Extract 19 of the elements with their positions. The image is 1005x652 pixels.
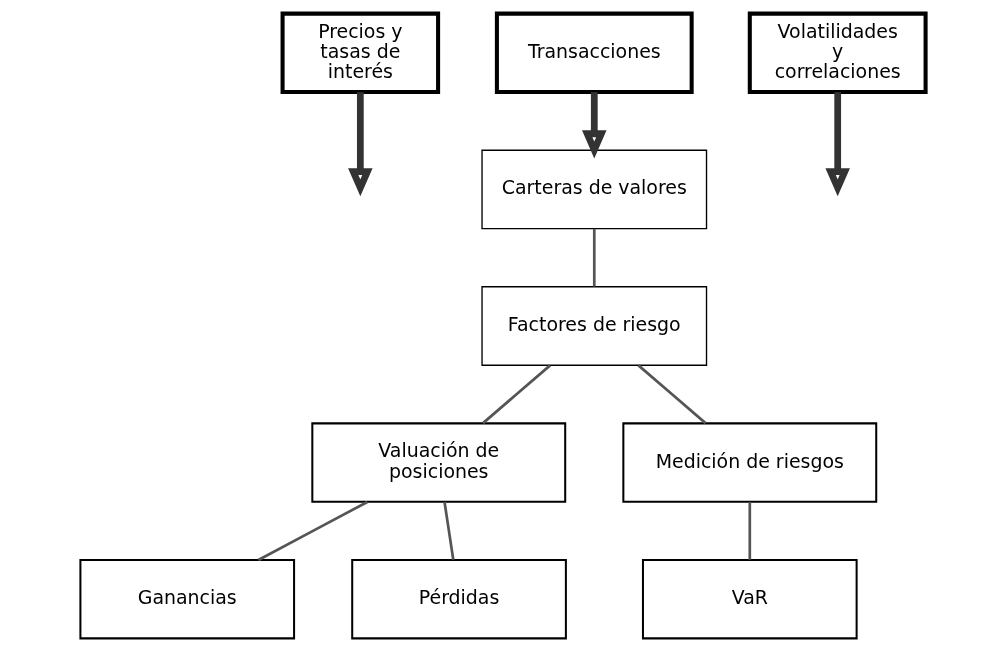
connector: [481, 364, 551, 425]
node-box: VaR: [641, 558, 858, 640]
connector: [747, 501, 751, 560]
connector: [592, 228, 596, 287]
node-box: Carteras de valores: [480, 149, 707, 230]
node-box: Ganancias: [78, 558, 295, 640]
arrow: [347, 92, 373, 197]
arrow: [581, 92, 607, 159]
connector: [442, 501, 455, 560]
node-box: Precios y tasas de interés: [280, 11, 440, 95]
connector: [637, 364, 706, 425]
node-box: Volatilidades y correlaciones: [747, 11, 928, 95]
node-box: Valuación de posiciones: [310, 422, 566, 503]
arrow: [824, 92, 850, 197]
node-box: Medición de riesgos: [621, 422, 877, 503]
node-box: Pérdidas: [350, 558, 567, 640]
node-box: Transacciones: [494, 11, 694, 95]
node-box: Factores de riesgo: [480, 286, 707, 366]
connector: [257, 500, 368, 562]
